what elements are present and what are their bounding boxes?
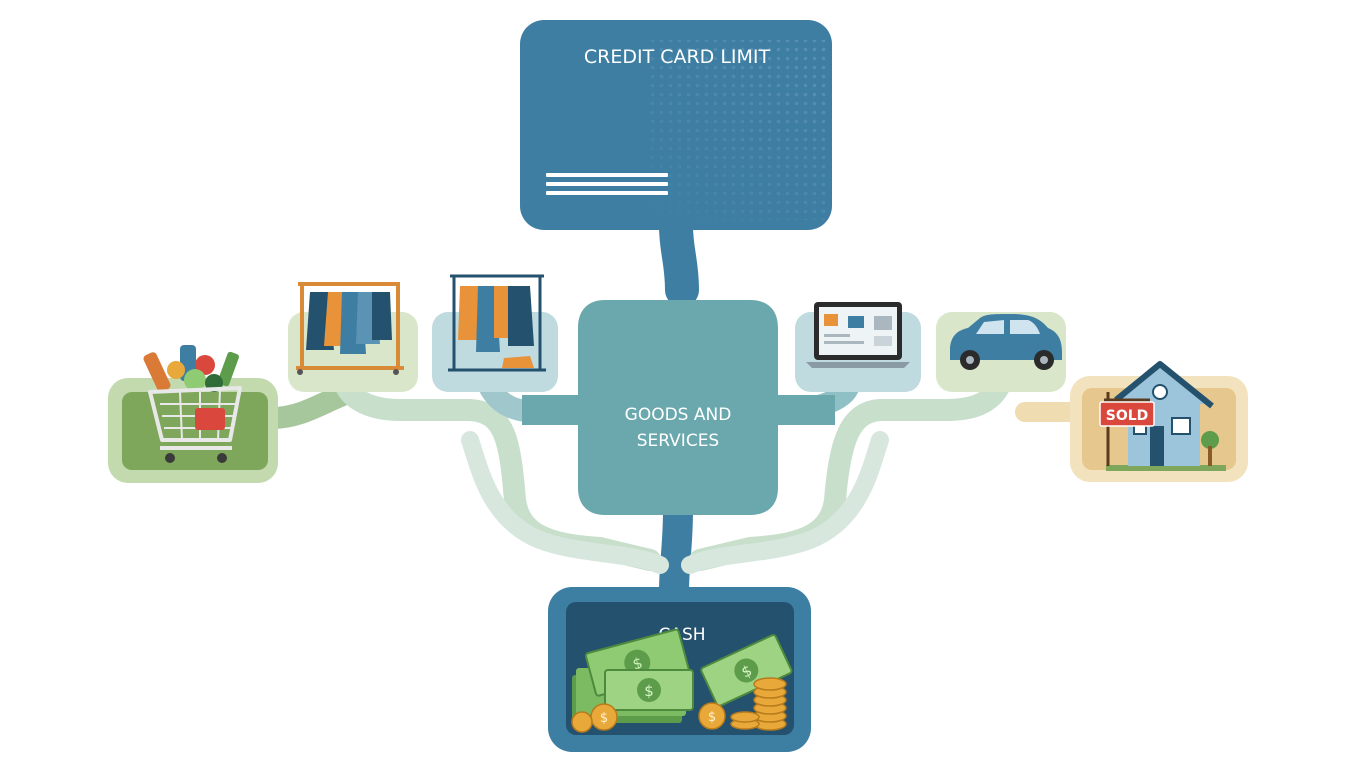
flow-grocery xyxy=(261,383,356,429)
car-node xyxy=(936,312,1066,392)
center-label-line1: GOODS AND xyxy=(625,405,732,425)
clothing-node-2 xyxy=(432,274,558,392)
groceries-cart-icon xyxy=(143,345,242,463)
car-icon xyxy=(950,314,1062,370)
clothing-rack-icon xyxy=(296,282,404,375)
apparel-rack-icon xyxy=(448,274,546,372)
connector-flows xyxy=(261,209,1085,607)
center-label-line2: SERVICES xyxy=(637,431,719,451)
svg-text:$: $ xyxy=(631,654,645,674)
card-stripes xyxy=(546,173,668,195)
laptop-icon xyxy=(806,302,910,368)
svg-text:$: $ xyxy=(708,710,716,725)
cash-stem xyxy=(659,495,693,607)
goods-services-node: GOODS AND SERVICES xyxy=(522,300,835,515)
svg-text:$: $ xyxy=(644,682,654,700)
house-sold-icon: SOLD xyxy=(1099,361,1226,471)
cash-node: CASH $ $ $ xyxy=(548,587,811,752)
clothing-node-1 xyxy=(288,282,418,392)
laptop-node xyxy=(795,302,921,392)
card-stem xyxy=(659,209,699,307)
house-node: SOLD xyxy=(1070,361,1248,482)
grocery-node xyxy=(108,345,278,483)
svg-text:$: $ xyxy=(600,711,608,726)
credit-card-title: CREDIT CARD LIMIT xyxy=(584,46,771,68)
sold-sign-text: SOLD xyxy=(1106,408,1149,424)
cash-money-icon: $ $ $ xyxy=(571,628,793,733)
credit-card-node: CREDIT CARD LIMIT xyxy=(520,20,832,230)
flow-right-low xyxy=(681,431,889,574)
flow-left-low xyxy=(461,431,669,574)
